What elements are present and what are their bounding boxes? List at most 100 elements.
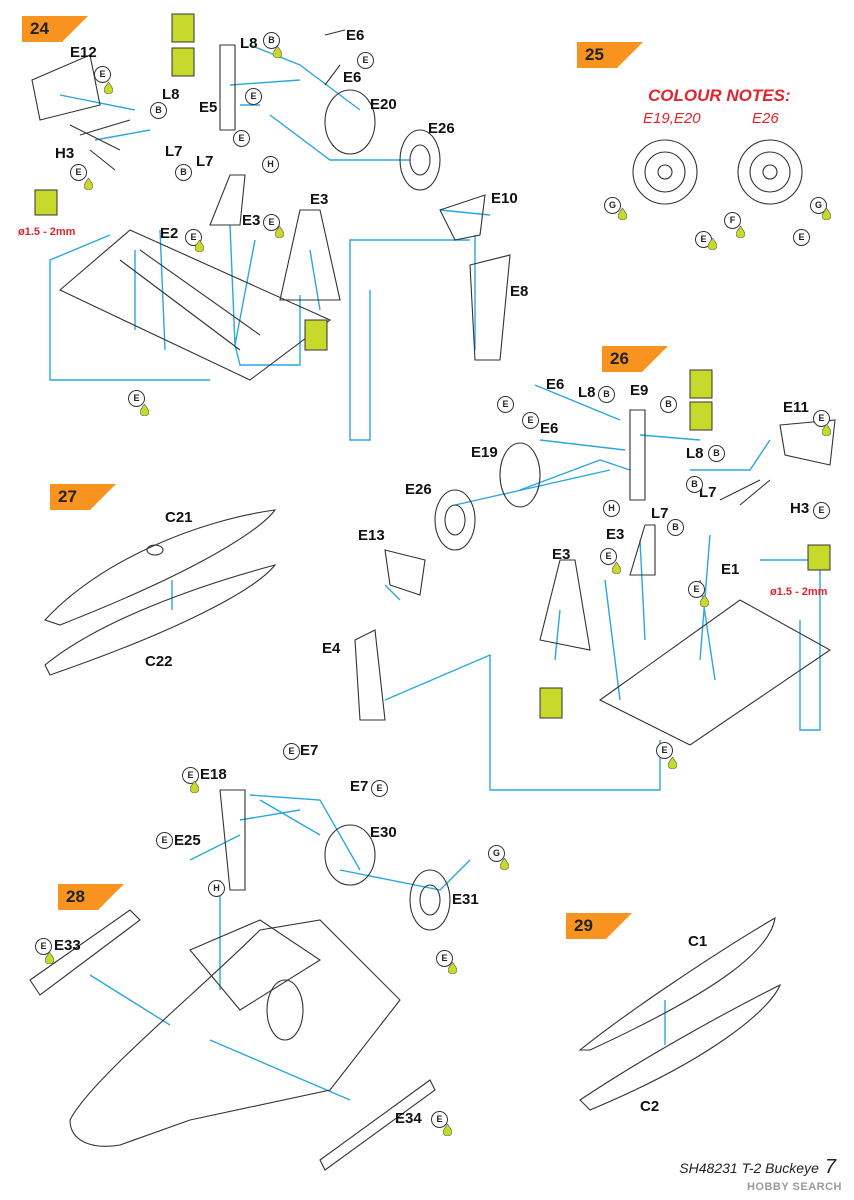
part-label: E26: [405, 481, 432, 498]
paint-callout: F: [724, 212, 741, 229]
drill-note: ø1.5 - 2mm: [18, 226, 76, 238]
paint-drop-icon: [273, 46, 282, 58]
page-number: 7: [824, 1156, 836, 1178]
paint-callout: B: [175, 164, 192, 181]
part-label: E18: [200, 766, 227, 783]
page-footer: SH48231 T-2 Buckeye 7: [679, 1156, 836, 1179]
paint-callout: B: [686, 476, 703, 493]
part-label: E13: [358, 527, 385, 544]
part-label: E34: [395, 1110, 422, 1127]
paint-drop-icon: [190, 781, 199, 793]
paint-drop-icon: [700, 595, 709, 607]
part-label: C1: [688, 933, 708, 950]
part-label: E6: [540, 420, 559, 437]
part-label: E5: [199, 99, 218, 116]
part-label: L8: [162, 86, 180, 103]
paint-callout: H: [208, 880, 225, 897]
part-label: H3: [55, 145, 75, 162]
paint-drop-icon: [618, 208, 627, 220]
step-badge: 26: [602, 346, 668, 372]
part-label: L7: [196, 153, 214, 170]
paint-callout: G: [604, 197, 621, 214]
paint-callout: B: [598, 386, 615, 403]
part-label: E10: [491, 190, 518, 207]
part-label: H3: [790, 500, 810, 517]
part-label: E30: [370, 824, 397, 841]
part-label: L8: [240, 35, 258, 52]
part-label: E6: [546, 376, 565, 393]
part-label: E7: [300, 742, 319, 759]
part-label: E9: [630, 382, 649, 399]
step-badge: 28: [58, 884, 124, 910]
paint-callout: E: [94, 66, 111, 83]
paint-callout: B: [708, 445, 725, 462]
paint-callout: E: [793, 229, 810, 246]
paint-callout: E: [35, 938, 52, 955]
paint-callout: E: [497, 396, 514, 413]
paint-callout: B: [660, 396, 677, 413]
part-label: C21: [165, 509, 193, 526]
paint-callout: E: [813, 410, 830, 427]
part-label: L7: [651, 505, 669, 522]
colour-notes-title: COLOUR NOTES:: [648, 86, 791, 105]
paint-callout: B: [667, 519, 684, 536]
part-label: E7: [350, 778, 369, 795]
part-label: C22: [145, 653, 173, 670]
step-badge: 25: [577, 42, 643, 68]
part-label: E8: [510, 283, 529, 300]
part-label: E3: [552, 546, 571, 563]
paint-drop-icon: [822, 208, 831, 220]
paint-drop-icon: [612, 562, 621, 574]
part-label: E6: [346, 27, 365, 44]
part-label: E2: [160, 225, 179, 242]
paint-callout: G: [488, 845, 505, 862]
paint-callout: E: [522, 412, 539, 429]
paint-callout: E: [431, 1111, 448, 1128]
part-label: E3: [606, 526, 625, 543]
paint-callout: H: [603, 500, 620, 517]
part-label: E26: [428, 120, 455, 137]
paint-callout: B: [150, 102, 167, 119]
paint-callout: E: [70, 164, 87, 181]
part-label: E19: [471, 444, 498, 461]
paint-callout: E: [357, 52, 374, 69]
watermark: HOBBY SEARCH: [746, 1181, 842, 1193]
paint-callout: G: [810, 197, 827, 214]
part-label: E33: [54, 937, 81, 954]
part-label: E12: [70, 44, 97, 61]
step-badge: 24: [22, 16, 88, 42]
part-label: E6: [343, 69, 362, 86]
paint-callout: E: [156, 832, 173, 849]
paint-drop-icon: [84, 178, 93, 190]
step-badge: 29: [566, 913, 632, 939]
paint-callout: E: [182, 767, 199, 784]
part-label: E20: [370, 96, 397, 113]
paint-callout: B: [263, 32, 280, 49]
part-label: L7: [699, 484, 717, 501]
paint-callout: E: [688, 581, 705, 598]
kit-code: SH48231 T-2 Buckeye: [679, 1160, 819, 1176]
drill-note: ø1.5 - 2mm: [770, 586, 828, 598]
paint-callout: E: [128, 390, 145, 407]
part-label: L7: [165, 143, 183, 160]
paint-drop-icon: [45, 952, 54, 964]
paint-drop-icon: [708, 238, 717, 250]
paint-drop-icon: [275, 226, 284, 238]
part-label: L8: [578, 384, 596, 401]
paint-drop-icon: [195, 240, 204, 252]
part-label: E11: [783, 399, 809, 416]
paint-callout: E: [436, 950, 453, 967]
part-label: E3: [242, 212, 261, 229]
paint-callout: E: [185, 229, 202, 246]
part-label: E4: [322, 640, 341, 657]
paint-drop-icon: [736, 226, 745, 238]
colour-notes-wheel-b: E26: [752, 110, 779, 127]
part-label: E31: [452, 891, 479, 908]
paint-drop-icon: [822, 424, 831, 436]
paint-callout: H: [262, 156, 279, 173]
paint-callout: E: [656, 742, 673, 759]
step-badge: 27: [50, 484, 116, 510]
paint-callout: E: [283, 743, 300, 760]
paint-callout: E: [813, 502, 830, 519]
